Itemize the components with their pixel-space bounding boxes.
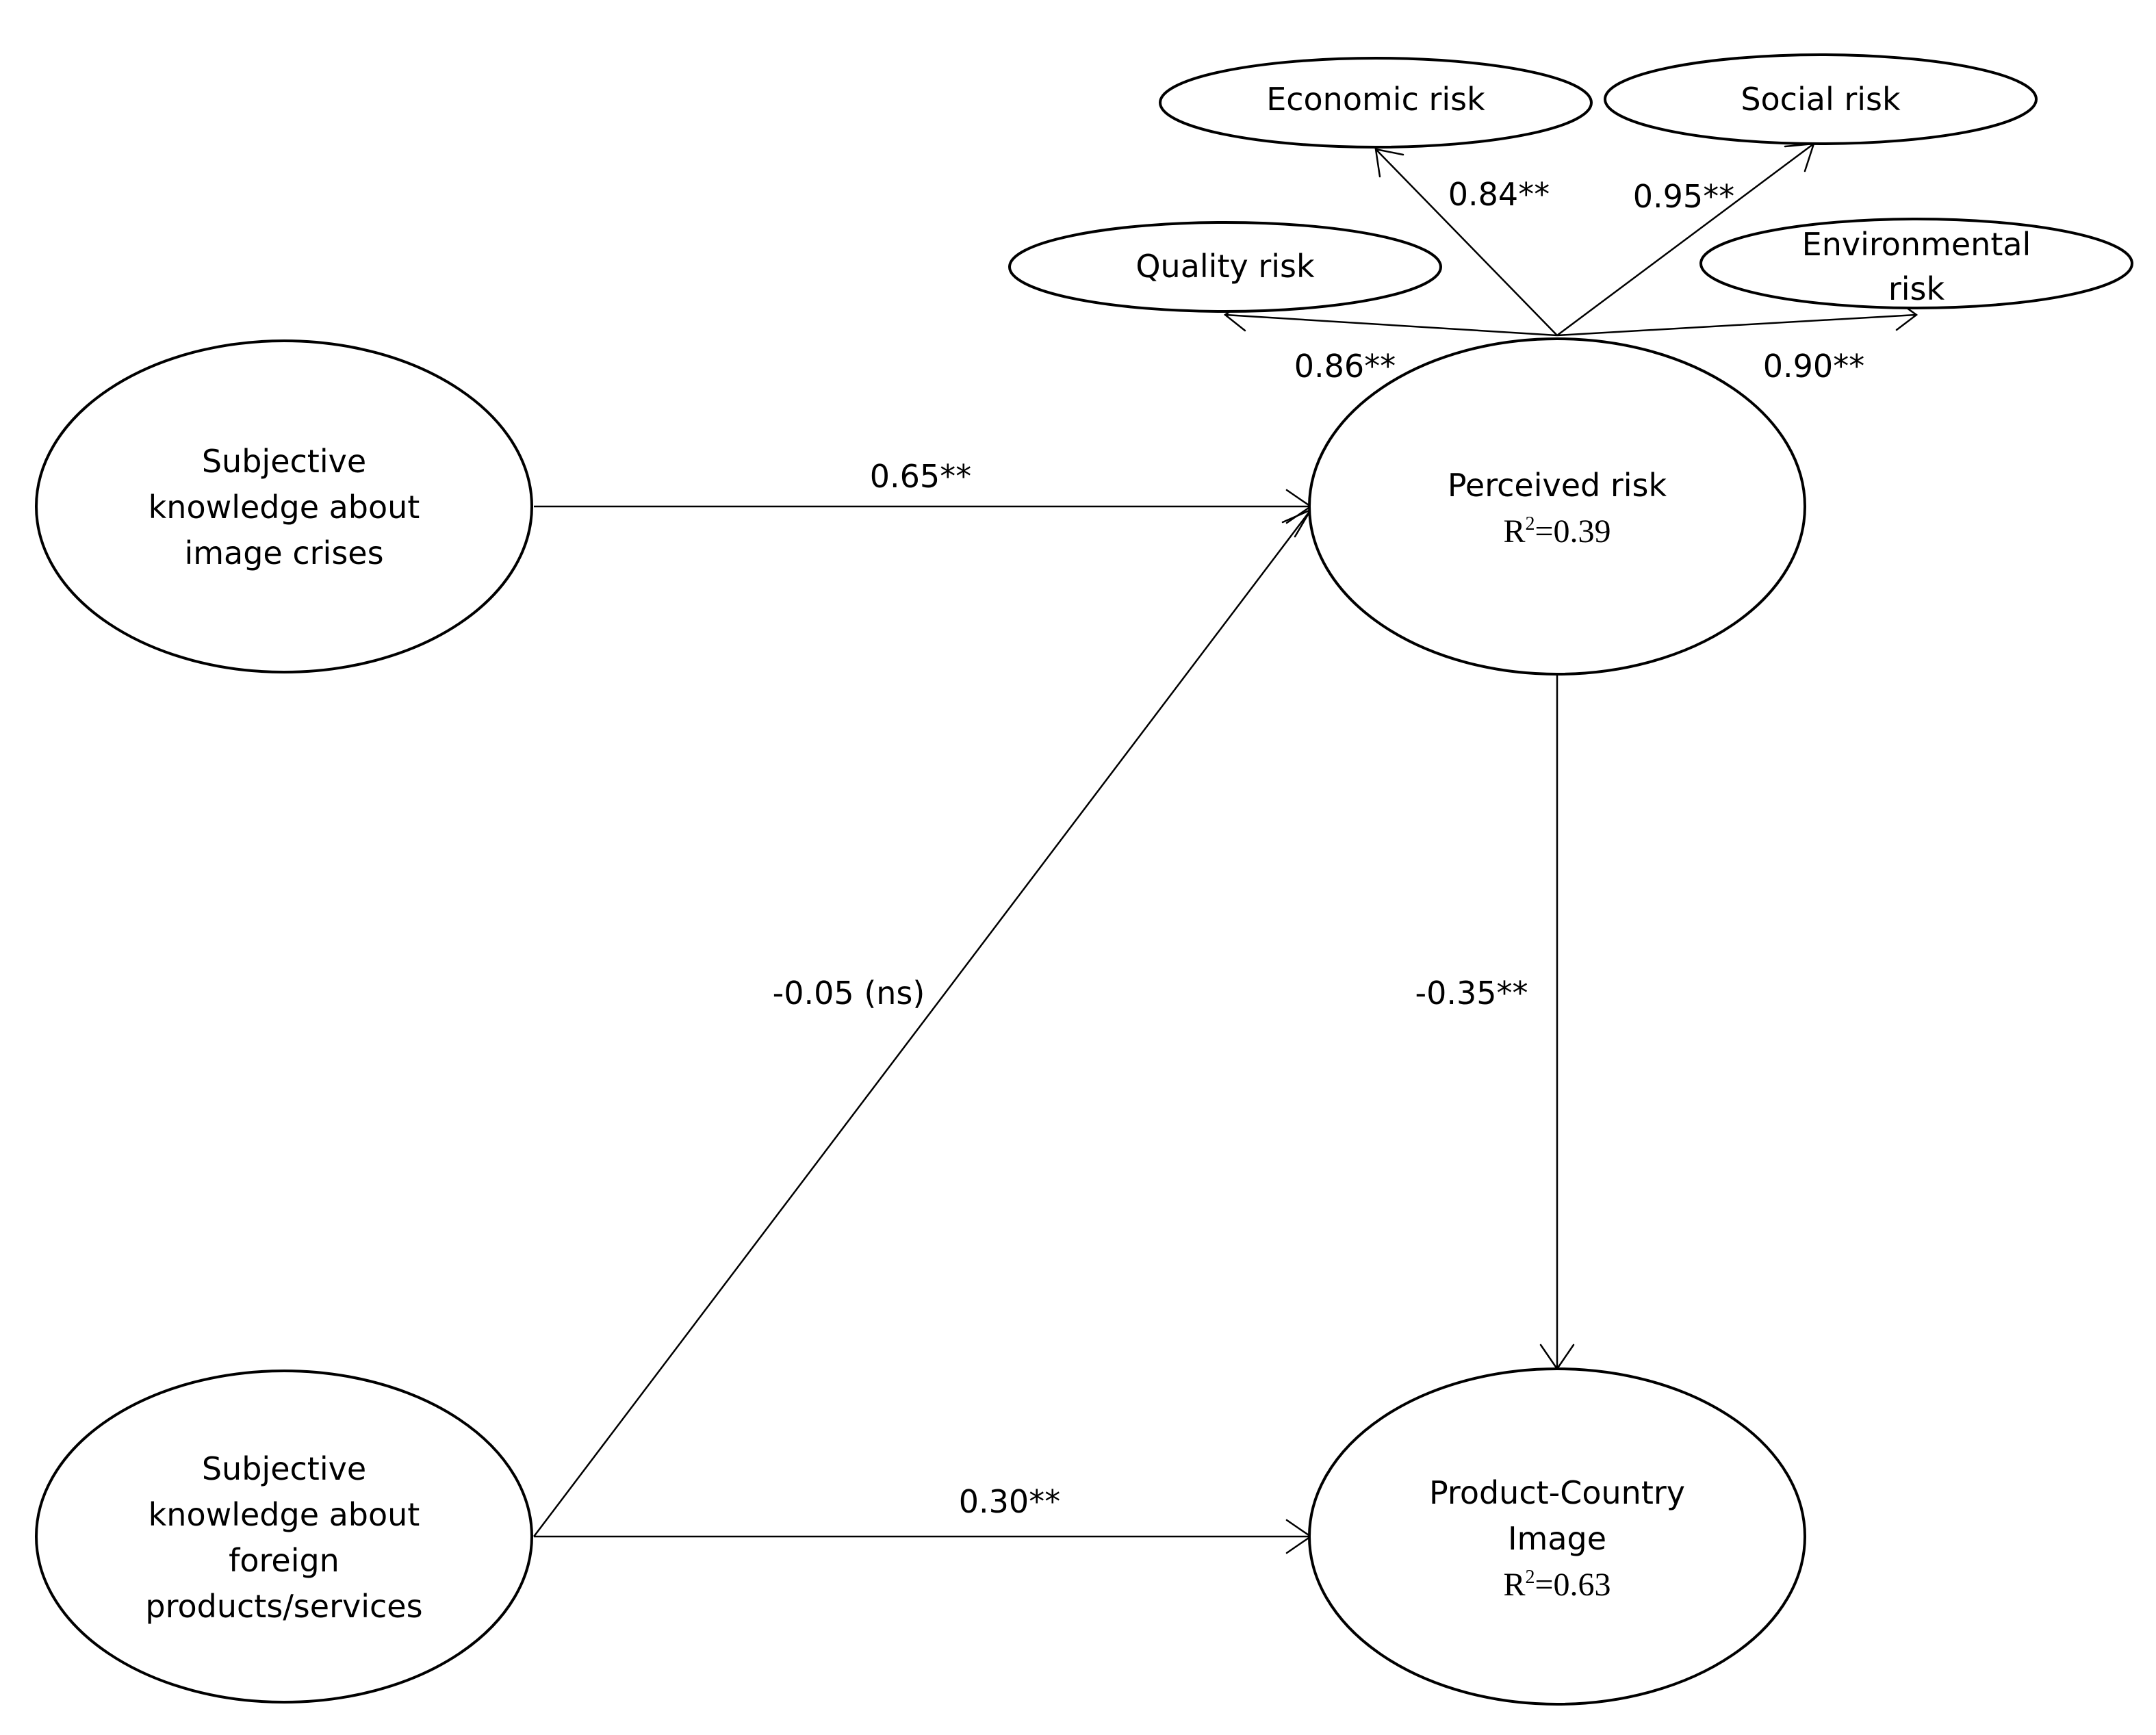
perceived-risk-label: Perceived risk [1448, 467, 1667, 504]
knowledge-foreign-line-4: products/services [145, 1588, 422, 1625]
dimension-quality-risk: Quality risk [1008, 221, 1442, 313]
perceived-risk-r2: R2=0.39 [1503, 513, 1610, 550]
dimension-social-risk: Social risk [1604, 53, 2038, 145]
loading-quality: 0.86** [1294, 348, 1396, 385]
edge-foreign-to-pci [534, 1519, 1313, 1554]
coef-crises-to-risk: 0.65** [870, 458, 971, 495]
edge-foreign-to-risk [533, 508, 1313, 1537]
edge-crises-to-risk [534, 489, 1313, 524]
knowledge-crises-line-2: knowledge about [149, 489, 420, 526]
edge-risk-to-economic [1374, 148, 1558, 336]
knowledge-crises-line-3: image crises [184, 535, 383, 571]
knowledge-foreign-line-1: Subjective [202, 1450, 366, 1487]
quality-risk-label: Quality risk [1135, 248, 1315, 285]
environmental-risk-line-2: risk [1888, 270, 1945, 307]
coef-risk-to-pci: -0.35** [1415, 975, 1528, 1012]
environmental-risk-line-1: Environmental [1802, 226, 2031, 263]
edge-risk-to-pci [1539, 671, 1575, 1371]
knowledge-foreign-line-2: knowledge about [149, 1496, 420, 1533]
coefficients: 0.65** -0.05 (ns) -0.35** 0.30** 0.84** … [773, 176, 1865, 1520]
construct-product-country-image: Product-Country Image R2=0.63 [1308, 1367, 1806, 1706]
pci-label-line-1: Product-Country [1429, 1474, 1685, 1511]
construct-knowledge-crises: Subjective knowledge about image crises [35, 339, 533, 673]
coef-foreign-to-risk: -0.05 (ns) [773, 975, 925, 1012]
edges [533, 142, 1918, 1554]
coef-foreign-to-pci: 0.30** [959, 1483, 1060, 1520]
knowledge-crises-line-1: Subjective [202, 443, 366, 480]
pci-label-line-2: Image [1508, 1520, 1606, 1557]
construct-knowledge-foreign: Subjective knowledge about foreign produ… [35, 1370, 533, 1704]
economic-risk-label: Economic risk [1266, 81, 1485, 118]
loading-social: 0.95** [1633, 178, 1734, 215]
dimension-environmental-risk: Environmental risk [1699, 218, 2133, 309]
construct-perceived-risk: Perceived risk R2=0.39 [1308, 337, 1806, 676]
loading-environmental: 0.90** [1763, 348, 1864, 385]
knowledge-foreign-line-3: foreign [229, 1542, 339, 1579]
dimension-economic-risk: Economic risk [1159, 57, 1593, 149]
social-risk-label: Social risk [1741, 81, 1901, 118]
pci-r2: R2=0.63 [1503, 1567, 1610, 1603]
loading-economic: 0.84** [1448, 176, 1550, 213]
